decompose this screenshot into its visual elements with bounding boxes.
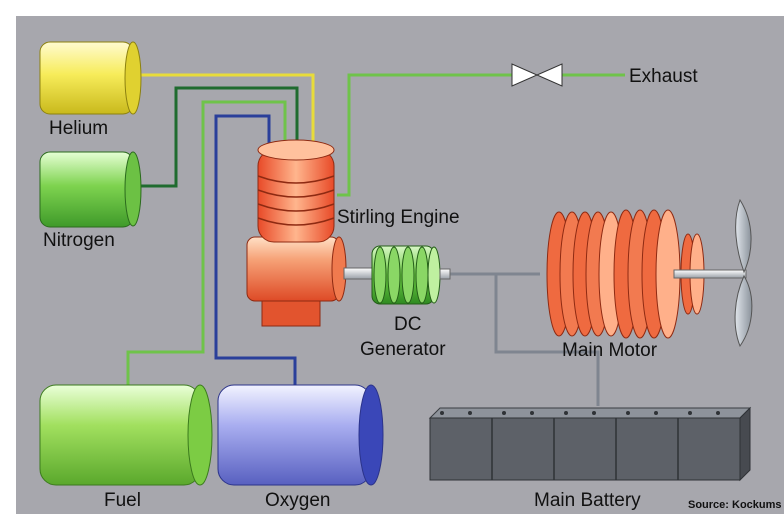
fuel-tank xyxy=(39,384,213,486)
label-helium: Helium xyxy=(49,118,108,139)
dc-generator xyxy=(371,245,451,305)
exhaust-valve-icon xyxy=(511,63,563,87)
label-exhaust: Exhaust xyxy=(629,66,698,87)
nitrogen-pipe xyxy=(138,86,299,188)
helium-tank xyxy=(39,41,142,115)
label-main-motor: Main Motor xyxy=(562,340,658,361)
oxygen-pipe xyxy=(214,114,297,385)
label-oxygen: Oxygen xyxy=(265,490,330,511)
oxygen-tank xyxy=(217,384,384,486)
label-stirling-engine: Stirling Engine xyxy=(337,207,460,228)
label-nitrogen: Nitrogen xyxy=(43,230,115,251)
source-credit: Source: Kockums xyxy=(688,499,782,511)
battery-cable xyxy=(494,274,600,406)
label-dc: DC xyxy=(394,314,421,335)
pipes xyxy=(126,73,625,406)
helium-pipe xyxy=(138,73,315,148)
label-fuel: Fuel xyxy=(104,490,141,511)
exhaust-pipe-left xyxy=(337,73,512,197)
label-generator: Generator xyxy=(360,339,446,360)
engine-shaft xyxy=(343,267,375,280)
stirling-engine xyxy=(246,139,347,327)
fuel-pipe xyxy=(126,100,287,385)
main-motor xyxy=(546,209,747,339)
label-main-battery: Main Battery xyxy=(534,490,641,511)
propeller-icon xyxy=(734,198,753,348)
main-battery xyxy=(428,406,752,482)
nitrogen-tank xyxy=(39,151,142,228)
